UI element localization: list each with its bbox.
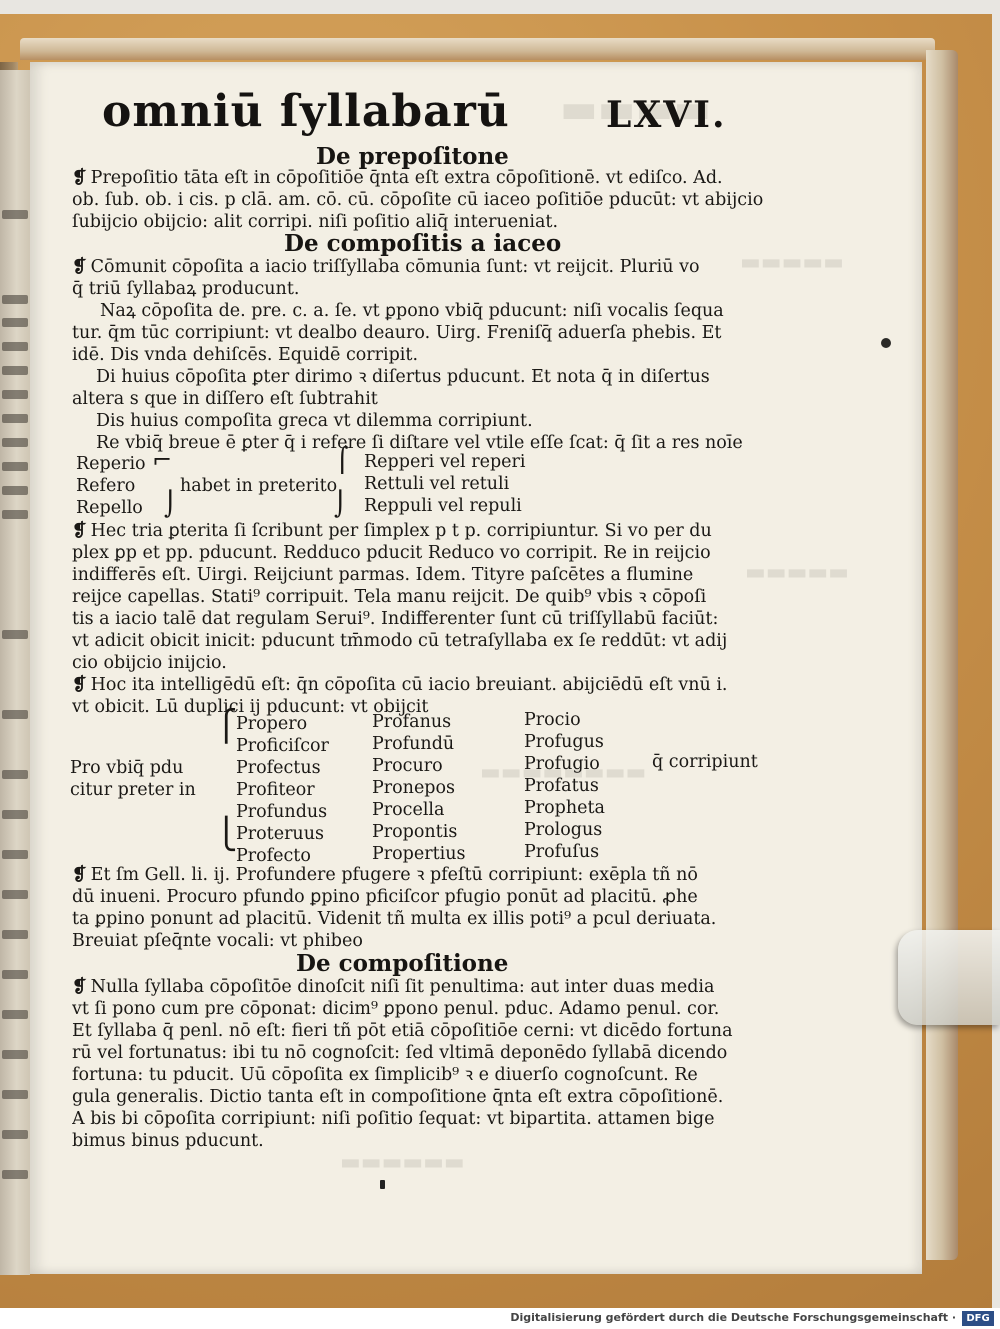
text-line: Re vbiq̄ breue ē ꝑter q̄ i refere ſi diſ… xyxy=(96,433,743,453)
text-line: rū vel fortunatus: ibi tu nō cognoſcit: … xyxy=(72,1043,728,1063)
brace-icon: ⎧ xyxy=(215,709,238,744)
ink-mark-decoration xyxy=(380,1180,385,1189)
page-edge-top xyxy=(20,38,935,60)
text-line: Dis huius compoſita greca vt dilemma cor… xyxy=(96,411,533,431)
text-line: tur. q̄m tūc corripiunt: vt dealbo deaur… xyxy=(72,323,722,343)
table-cell: Profugio xyxy=(524,754,600,774)
table-cell: Propero xyxy=(236,714,308,734)
text-line: ob. ſub. ob. i cis. p clā. am. cō. cū. c… xyxy=(72,190,764,210)
text-line: indifferēs eſt. Uirgi. Reijciunt parmas.… xyxy=(72,565,694,585)
text-line: altera s que in diſſero eſt ſubtrahit xyxy=(72,389,378,409)
table-cell: Rettuli vel retuli xyxy=(364,474,510,494)
table-cell: q̄ corripiunt xyxy=(652,752,758,772)
bleed-through-decoration: ▬▬▬▬▬▬▬▬ xyxy=(480,760,647,785)
text-line: ❡Nulla ſyllaba cōpoſitōe dinoſcit niſi ſ… xyxy=(72,977,715,997)
glass-weight xyxy=(898,930,1000,1025)
section-heading: De compoſitis a iaceo xyxy=(284,230,562,257)
text-line: vt ſi pono cum pre cōponat: dicim⁹ ꝑpono… xyxy=(72,999,720,1019)
section-heading: De compoſitione xyxy=(296,950,509,977)
brace-icon: ⌠ xyxy=(336,446,349,474)
table-cell: Proteruus xyxy=(236,824,324,844)
table-cell: Repello xyxy=(76,498,143,518)
bleed-through-decoration: ▬▬▬▬▬▬ xyxy=(340,1150,465,1175)
text-line: tis a iacio talē dat regulam Serui⁹. Ind… xyxy=(72,609,719,629)
table-cell: Profatus xyxy=(524,776,599,796)
text-line: ſubijcio obijcio: alit corripi. niſi poſ… xyxy=(72,212,559,232)
table-cell: Propheta xyxy=(524,798,605,818)
table-cell: Profundus xyxy=(236,802,328,822)
table-cell: Profiteor xyxy=(236,780,315,800)
table-cell: Pronepos xyxy=(372,778,456,798)
running-head: omniū ſyllabarū xyxy=(102,86,510,137)
table-cell: Repperi vel reperi xyxy=(364,452,526,472)
text-line: ❡Et ſm Gell. li. ij. Profundere pfugere … xyxy=(72,865,698,885)
page-edge-right xyxy=(926,50,958,1260)
text-line: ta ꝑpino ponunt ad placitū. Videnit tñ m… xyxy=(72,909,717,929)
brace-icon: ⌡ xyxy=(164,490,177,518)
table-cell: Procio xyxy=(524,710,581,730)
brace-icon: ⎩ xyxy=(215,817,238,852)
folio-number: LXVI. xyxy=(606,94,727,136)
footer-bar: Digitalisierung gefördert durch die Deut… xyxy=(0,1308,1000,1329)
text-line: Naꝝ cōpoſita de. pre. c. a. ſe. vt ꝑpono… xyxy=(100,301,724,321)
table-cell: Proficiſcor xyxy=(236,736,329,756)
ink-dot-decoration xyxy=(881,338,891,348)
table-cell: Profuſus xyxy=(524,842,600,862)
text-line: gula generalis. Dictio tanta eſt in comp… xyxy=(72,1087,724,1107)
table-cell: Propontis xyxy=(372,822,458,842)
text-line: Et ſyllaba q̄ penl. nō eſt: fieri tñ pōt… xyxy=(72,1021,733,1041)
text-line: dū inueni. Procuro pfundo ꝑpino pficiſco… xyxy=(72,887,698,907)
text-line: ❡Hec tria ꝑterita ſi ſcribunt per ſimple… xyxy=(72,521,712,541)
table-cell: Profanus xyxy=(372,712,452,732)
table-cell: Reppuli vel repuli xyxy=(364,496,522,516)
table-cell: Procuro xyxy=(372,756,443,776)
text-line: A bis bi cōpoſita corripiunt: niſi poſit… xyxy=(72,1109,715,1129)
dfg-logo: DFG xyxy=(962,1311,994,1326)
section-heading: De prepoſitone xyxy=(316,143,509,170)
table-cell: Profecto xyxy=(236,846,311,866)
bleed-through-decoration: ▬▬▬▬▬ xyxy=(740,250,844,275)
text-line: bimus binus pducunt. xyxy=(72,1131,264,1151)
brace-icon: ⌡ xyxy=(334,490,347,518)
text-line: vt adicit obicit inicit: pducunt tm̄modo… xyxy=(72,631,728,651)
text-line: ❡Hoc ita intelligēdū eſt: q̄n cōpoſita c… xyxy=(72,675,728,695)
table-cell: citur preter in xyxy=(70,780,196,800)
table-cell: Pro vbiq̄ pdu xyxy=(70,758,184,778)
text-line: vt obicit. Lū duplici ij pducunt: vt obi… xyxy=(72,697,429,717)
table-cell: Profectus xyxy=(236,758,321,778)
text-line: Di huius cōpoſita ꝑter dirimo ꝛ diſertus… xyxy=(96,367,710,387)
text-line: ❡Cōmunit cōpoſita a iacio triſſyllaba cō… xyxy=(72,257,700,277)
paper-page xyxy=(30,62,922,1274)
table-cell: Profundū xyxy=(372,734,455,754)
funding-notice: Digitalisierung gefördert durch die Deut… xyxy=(510,1311,956,1324)
table-cell: Reperio xyxy=(76,454,146,474)
text-line: cio obijcio inijcio. xyxy=(72,653,227,673)
table-cell: Prologus xyxy=(524,820,603,840)
bleed-through-decoration: ▬▬▬▬▬ xyxy=(745,560,849,585)
table-cell: Profugus xyxy=(524,732,604,752)
text-line: reijce capellas. Stati⁹ corripuit. Tela … xyxy=(72,587,707,607)
brace-icon: ⌐ xyxy=(152,446,173,474)
text-line: idē. Dis vnda dehiſcēs. Equidē corripit. xyxy=(72,345,419,365)
table-cell: Refero xyxy=(76,476,136,496)
text-line: Breuiat pſeq̄nte vocali: vt phibeo xyxy=(72,931,363,951)
table-cell: Propertius xyxy=(372,844,466,864)
text-line: ❡Prepoſitio tāta eſt in cōpoſitiōe q̄nta… xyxy=(72,168,723,188)
table-cell: habet in preterito xyxy=(180,476,338,496)
table-cell: Procella xyxy=(372,800,445,820)
bleed-through-decoration: ▬▬▬▬ xyxy=(560,86,712,132)
text-line: plex ꝑp et pp. pducunt. Redduco pducit R… xyxy=(72,543,711,563)
text-line: fortuna: tu pducit. Uū cōpoſita ex ſimpl… xyxy=(72,1065,698,1085)
text-line: q̄ triū ſyllabaꝝ producunt. xyxy=(72,279,300,299)
facing-page-edge xyxy=(0,70,30,1275)
